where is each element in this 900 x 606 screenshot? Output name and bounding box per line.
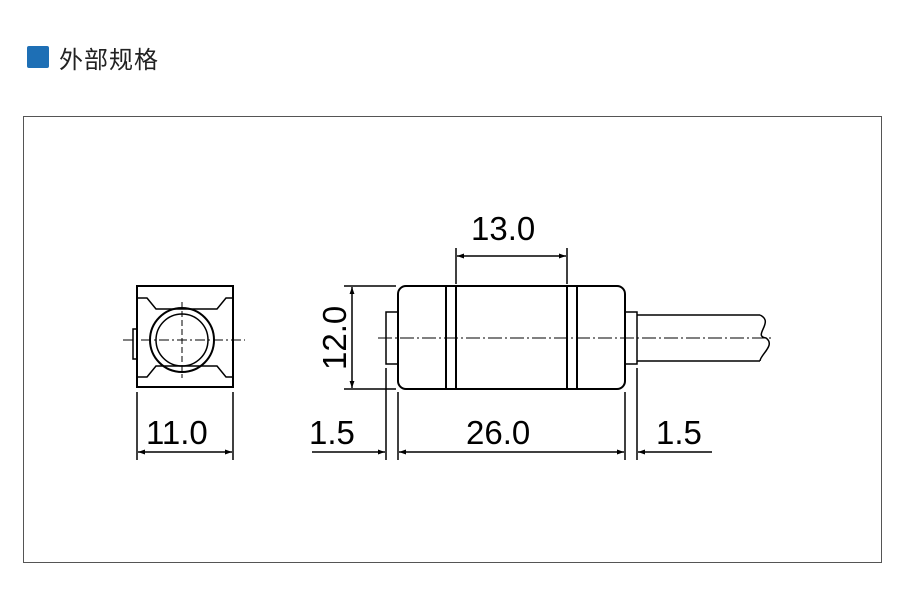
drawing-frame (23, 116, 882, 563)
side-view-notch (132, 328, 138, 360)
dim-11-label: 11.0 (146, 414, 208, 451)
section-title: 外部规格 (59, 45, 159, 74)
dim-12-label: 12.0 (316, 306, 353, 370)
dim-13-group (455, 248, 568, 284)
bottom-dims-group (312, 368, 712, 460)
side-view (123, 285, 245, 388)
square-bullet-icon (27, 46, 49, 68)
section-header: 外部规格 (27, 40, 159, 74)
dim-13-label: 13.0 (471, 210, 535, 247)
dim-11-group (136, 392, 234, 460)
dim-1-5-right-label: 1.5 (656, 414, 702, 451)
front-view (378, 285, 772, 390)
dim-1-5-left-label: 1.5 (309, 414, 355, 451)
dim-26-label: 26.0 (466, 414, 530, 451)
dim-12-group (344, 285, 396, 390)
